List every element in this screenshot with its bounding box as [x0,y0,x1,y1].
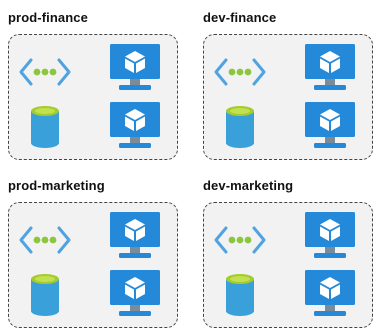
virtual-machine-icon [302,267,358,321]
virtual-machine-icon [302,99,358,153]
virtual-machine-icon [107,267,163,321]
storage-disk-icon [17,267,73,321]
storage-disk-icon [212,99,268,153]
group-title: prod-marketing [8,178,105,193]
group-container [203,202,373,328]
storage-disk-icon [212,267,268,321]
group-container [203,34,373,160]
virtual-machine-icon [107,209,163,263]
virtual-machine-icon [302,41,358,95]
group-container [8,202,178,328]
virtual-machine-icon [107,99,163,153]
group-title: prod-finance [8,10,88,25]
virtual-network-icon [17,213,73,267]
virtual-network-icon [212,213,268,267]
virtual-network-icon [17,45,73,99]
group-title: dev-finance [203,10,277,25]
virtual-machine-icon [302,209,358,263]
virtual-machine-icon [107,41,163,95]
group-title: dev-marketing [203,178,294,193]
virtual-network-icon [212,45,268,99]
group-container [8,34,178,160]
storage-disk-icon [17,99,73,153]
